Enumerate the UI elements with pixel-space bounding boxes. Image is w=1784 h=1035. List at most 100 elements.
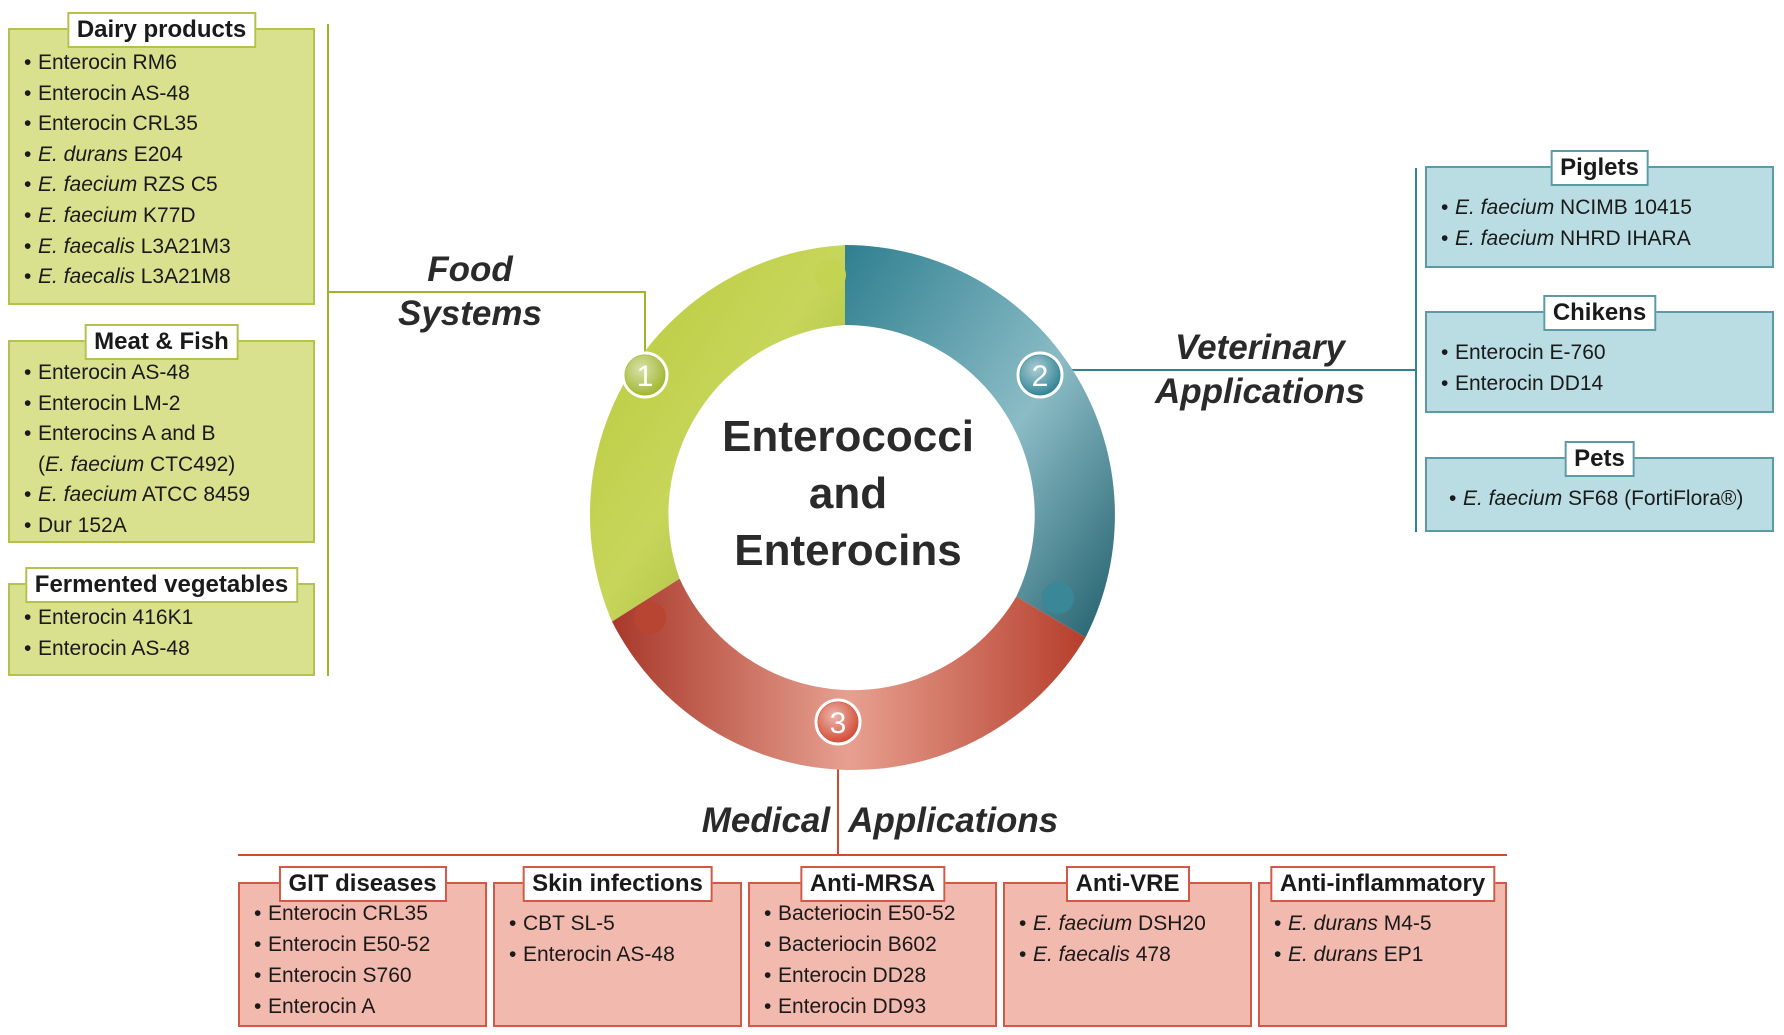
- item-text: E204: [127, 142, 183, 166]
- puzzle-knob-med: [634, 602, 666, 634]
- bullet-icon: •: [764, 995, 772, 1018]
- species-name: E. durans: [1288, 912, 1378, 935]
- item-text: Enterocin CRL35: [38, 112, 198, 136]
- item-text: Enterocin DD14: [1455, 372, 1604, 395]
- bullet-icon: •: [24, 391, 32, 415]
- bullet-icon: •: [24, 234, 32, 258]
- list-item: •E. faecium K77D: [24, 201, 307, 232]
- item-text: Enterocin AS-48: [523, 943, 675, 966]
- item-prefix: (: [38, 452, 45, 476]
- list-item: •Enterocin LM-2: [24, 389, 307, 420]
- list-item: •Enterocin AS-48: [24, 79, 307, 110]
- list-item: •E. faecium SF68 (FortiFlora®): [1449, 483, 1766, 514]
- vet-box-pets: Pets •E. faecium SF68 (FortiFlora®): [1425, 441, 1774, 532]
- item-text: Enterocin AS-48: [38, 361, 190, 384]
- bullet-icon: •: [24, 81, 32, 105]
- vet-box-chikens: Chikens • Enterocin E-760 • Enterocin DD14: [1425, 295, 1774, 413]
- item-text: DSH20: [1132, 912, 1206, 935]
- puzzle-knob-vet: [1042, 582, 1074, 614]
- item-text: Bacteriocin E50-52: [778, 902, 956, 925]
- box-title: Skin infections: [522, 866, 713, 902]
- vet-box-piglets: Piglets •E. faecium NCIMB 10415•E. faeci…: [1425, 150, 1774, 268]
- item-list: • Enterocin CRL35 • Enterocin E50-52 •Entero…: [254, 898, 479, 1022]
- box-title: GIT diseases: [278, 866, 447, 902]
- food-label-line2: Systems: [398, 294, 542, 333]
- bullet-icon: •: [509, 943, 517, 966]
- list-item: •Enterocin 416K1: [24, 603, 307, 634]
- box-title: Fermented vegetables: [24, 567, 299, 603]
- item-text: NCIMB 10415: [1554, 196, 1692, 219]
- list-item: •E. faecium RZS C5: [24, 170, 307, 201]
- species-name: E. faecium: [38, 483, 138, 507]
- item-text: ATCC 8459: [137, 483, 251, 507]
- list-item: • Enterocin CRL35: [254, 898, 479, 929]
- item-text: Enterocin CRL35: [268, 902, 428, 925]
- species-name: E. faecium: [45, 452, 145, 476]
- vet-segment: [845, 245, 1115, 638]
- item-text: Enterocin AS-48: [38, 81, 190, 105]
- bullet-icon: •: [24, 636, 32, 660]
- list-item: • Enterocin AS-48: [509, 939, 734, 970]
- item-text: Enterocin AS-48: [38, 636, 190, 660]
- item-text: RZS C5: [137, 173, 218, 197]
- bullet-icon: •: [254, 933, 262, 956]
- badge-1-number: 1: [637, 360, 654, 393]
- med-segment: [612, 578, 1086, 771]
- bullet-icon: •: [1441, 372, 1449, 395]
- list-item: • Enterocin E-760: [1441, 337, 1766, 368]
- item-text: Enterocin LM-2: [38, 391, 181, 415]
- item-text: L3A21M8: [134, 265, 231, 289]
- bullet-icon: •: [1441, 341, 1449, 364]
- list-item: •Dur 152A: [24, 511, 307, 542]
- bullet-icon: •: [1449, 487, 1457, 510]
- list-item: •E. faecium NHRD IHARA: [1441, 223, 1766, 254]
- badge-2: [1016, 351, 1064, 399]
- bullet-icon: •: [1019, 943, 1027, 966]
- box-title: Pets: [1564, 441, 1635, 477]
- species-name: E. faecium: [38, 203, 138, 227]
- list-item: •Enterocin DD93: [764, 991, 989, 1022]
- bullet-icon: •: [1019, 912, 1027, 935]
- med-box-anti-vre: Anti-VRE •E. faecium DSH20•E. faecalis 4…: [1003, 866, 1252, 1027]
- bullet-icon: •: [254, 995, 262, 1018]
- species-name: E. faecium: [38, 173, 138, 197]
- box-title: Anti-inflammatory: [1269, 866, 1496, 902]
- item-text: Enterocin E-760: [1455, 341, 1606, 364]
- list-item: •Bacteriocin B602: [764, 929, 989, 960]
- list-item: • Enterocin DD14: [1441, 368, 1766, 399]
- list-item: (E. faecium CTC492): [24, 450, 307, 481]
- list-item: •Enterocin RM6: [24, 48, 307, 79]
- list-item: •Enterocin AS-48: [24, 634, 307, 665]
- bullet-icon: •: [1441, 196, 1449, 219]
- food-box-fermented-vegetables: Fermented vegetables •Enterocin 416K1•En…: [8, 567, 315, 676]
- bullet-icon: •: [24, 112, 32, 136]
- food-box-meat-fish: Meat & Fish • Enterocin AS-48 •Enterocin L…: [8, 324, 315, 543]
- item-text: Bacteriocin B602: [778, 933, 937, 956]
- list-item: • Enterocin E50-52: [254, 929, 479, 960]
- species-name: E. faecium: [1455, 227, 1555, 250]
- med-box-anti-inflammatory: Anti-inflammatory •E. durans M4-5•E. dur…: [1258, 866, 1507, 1027]
- puzzle-knob-food: [814, 259, 846, 291]
- item-text: L3A21M3: [134, 234, 231, 258]
- species-name: E. faecium: [1455, 196, 1555, 219]
- vet-label-line2: Applications: [1154, 372, 1366, 411]
- item-list: • E. faecium NCIMB 10415 •E. faecium NHRD …: [1441, 192, 1766, 254]
- item-text: CBT SL-5: [523, 912, 615, 935]
- box-title: Chikens: [1542, 295, 1657, 331]
- bullet-icon: •: [254, 902, 262, 925]
- badge-2-number: 2: [1032, 360, 1049, 393]
- box-title: Meat & Fish: [84, 324, 239, 360]
- bullet-icon: •: [24, 51, 32, 74]
- list-item: •Enterocins A and B: [24, 419, 307, 450]
- item-text: SF68 (FortiFlora®): [1562, 487, 1744, 510]
- item-text: Enterocin E50-52: [268, 933, 431, 956]
- list-item: •E. durans EP1: [1274, 939, 1499, 970]
- item-list: • Enterocin AS-48 •Enterocin LM-2•Enteroci…: [24, 358, 307, 542]
- item-text: Dur 152A: [38, 513, 127, 537]
- list-item: •Enterocin S760: [254, 960, 479, 991]
- box-title: Dairy products: [66, 12, 257, 48]
- bullet-icon: •: [24, 142, 32, 166]
- list-item: •E. faecalis L3A21M3: [24, 232, 307, 263]
- species-name: E. faecalis: [1033, 943, 1130, 966]
